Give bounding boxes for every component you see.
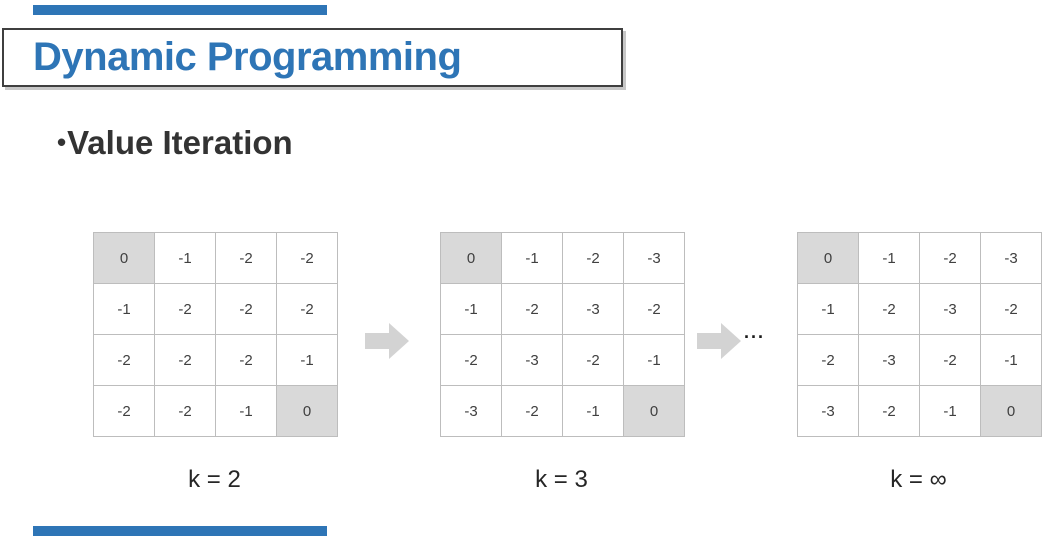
- bullet-icon: •: [57, 127, 67, 157]
- grid-cell: -1: [154, 232, 216, 284]
- grid-cell: 0: [276, 385, 338, 437]
- grid-cell: -3: [980, 232, 1042, 284]
- grid-row: 0-1-2-3: [797, 232, 1042, 284]
- grid-cell: -3: [858, 334, 920, 386]
- grid-cell: -2: [440, 334, 502, 386]
- section-heading-label: Value Iteration: [67, 124, 293, 161]
- grid-cell: -2: [154, 334, 216, 386]
- grid-cell: -3: [919, 283, 981, 335]
- grid-cell: -3: [440, 385, 502, 437]
- right-arrow-icon: [365, 320, 409, 362]
- grid-row: -1-2-2-2: [93, 283, 338, 335]
- grid-cell: -1: [562, 385, 624, 437]
- grid-cell: -1: [980, 334, 1042, 386]
- grid-cell: 0: [797, 232, 859, 284]
- ellipsis-text: ...: [744, 322, 766, 342]
- grid-cell: 0: [623, 385, 685, 437]
- grid-cell: -2: [501, 283, 563, 335]
- top-accent-bar: [33, 5, 327, 15]
- grid-label-k3: k = 3: [535, 466, 588, 493]
- grid-cell: -3: [623, 232, 685, 284]
- grid-row: 0-1-2-3: [440, 232, 685, 284]
- grid-cell: -3: [501, 334, 563, 386]
- grid-label-kinf: k = ∞: [890, 466, 947, 493]
- grid-cell: -2: [215, 232, 277, 284]
- grid-cell: -2: [623, 283, 685, 335]
- grid-cell: -2: [919, 232, 981, 284]
- grid-cell: -2: [797, 334, 859, 386]
- grid-cell: -2: [215, 334, 277, 386]
- grid-cell: -3: [562, 283, 624, 335]
- grid-cell: -2: [562, 232, 624, 284]
- grid-cell: 0: [980, 385, 1042, 437]
- grid-cell: -1: [623, 334, 685, 386]
- grid-cell: -2: [562, 334, 624, 386]
- section-heading: •Value Iteration: [57, 124, 293, 162]
- grid-cell: -2: [154, 283, 216, 335]
- grid-cell: 0: [440, 232, 502, 284]
- grid-cell: -2: [276, 283, 338, 335]
- grid-row: -2-3-2-1: [797, 334, 1042, 386]
- grid-row: -2-2-2-1: [93, 334, 338, 386]
- right-arrow-icon: [697, 320, 741, 362]
- grid-cell: -2: [93, 334, 155, 386]
- grid-row: 0-1-2-2: [93, 232, 338, 284]
- grid-row: -1-2-3-2: [440, 283, 685, 335]
- grid-cell: -1: [93, 283, 155, 335]
- grid-cell: -1: [440, 283, 502, 335]
- grid-cell: -2: [215, 283, 277, 335]
- grid-cell: -1: [215, 385, 277, 437]
- grid-cell: -1: [797, 283, 859, 335]
- slide-title: Dynamic Programming: [33, 35, 462, 79]
- grid-cell: -2: [919, 334, 981, 386]
- bottom-accent-bar: [33, 526, 327, 536]
- grid-cell: -1: [501, 232, 563, 284]
- grid-cell: 0: [93, 232, 155, 284]
- grid-row: -2-3-2-1: [440, 334, 685, 386]
- grid-cell: -1: [858, 232, 920, 284]
- grid-cell: -2: [980, 283, 1042, 335]
- grid-cell: -2: [154, 385, 216, 437]
- grid-cell: -2: [501, 385, 563, 437]
- title-box: Dynamic Programming: [2, 28, 623, 87]
- grid-cell: -2: [858, 385, 920, 437]
- grid-label-k2: k = 2: [188, 466, 241, 493]
- grid-cell: -2: [276, 232, 338, 284]
- grid-cell: -2: [93, 385, 155, 437]
- grid-cell: -2: [858, 283, 920, 335]
- grid-cell: -3: [797, 385, 859, 437]
- grid-cell: -1: [276, 334, 338, 386]
- grid-cell: -1: [919, 385, 981, 437]
- grid-row: -1-2-3-2: [797, 283, 1042, 335]
